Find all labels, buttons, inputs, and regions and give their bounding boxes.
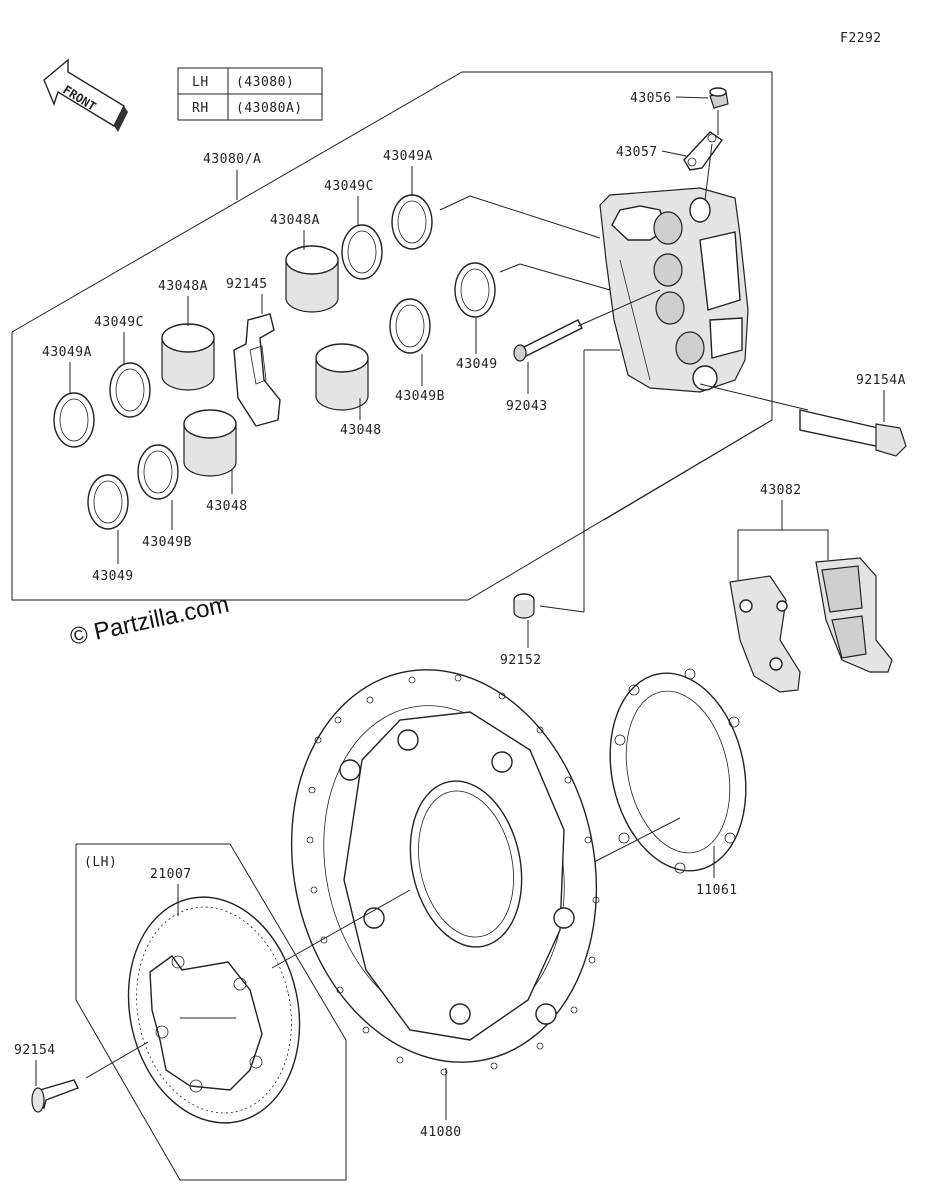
table-row-lh-part: (43080) (236, 75, 294, 90)
abs-sensor-rotor[interactable] (108, 881, 320, 1139)
brake-disc[interactable] (256, 641, 632, 1091)
piston-43048A-top[interactable] (285, 245, 339, 313)
seal-43049-left[interactable] (87, 474, 129, 530)
caliper-body[interactable] (599, 187, 749, 393)
label-43049-right[interactable]: 43049 (456, 357, 498, 372)
caliper-pin[interactable] (513, 319, 583, 362)
label-43048A-left[interactable]: 43048A (158, 279, 208, 294)
seal-43049C-left[interactable] (109, 362, 151, 418)
label-43049A-top[interactable]: 43049A (383, 149, 433, 164)
lh-sensor-frame (75, 843, 347, 1181)
label-43048-right[interactable]: 43048 (340, 423, 382, 438)
disc-shim-plate[interactable] (593, 660, 764, 883)
table-row-lh-side: LH (192, 75, 209, 90)
caliper-bushing[interactable] (513, 593, 535, 619)
label-43080A[interactable]: 43080/A (203, 152, 261, 167)
seal-43049A-top[interactable] (391, 194, 433, 250)
seal-43049A-left[interactable] (53, 392, 95, 448)
seal-43049B-left[interactable] (137, 444, 179, 500)
label-92154[interactable]: 92154 (14, 1043, 56, 1058)
label-43049C-top[interactable]: 43049C (324, 179, 374, 194)
bleeder-cap[interactable] (683, 131, 723, 171)
label-43049C-left[interactable]: 43049C (94, 315, 144, 330)
piston-43048-left[interactable] (183, 409, 237, 477)
label-43048-left[interactable]: 43048 (206, 499, 248, 514)
table-row-rh-side: RH (192, 101, 209, 116)
label-43056[interactable]: 43056 (630, 91, 672, 106)
label-43057[interactable]: 43057 (616, 145, 658, 160)
table-row-rh-part: (43080A) (236, 101, 303, 116)
seal-43049C-top[interactable] (341, 224, 383, 280)
pad-spring-clip[interactable] (233, 313, 281, 427)
label-43049-left[interactable]: 43049 (92, 569, 134, 584)
label-43049B-left[interactable]: 43049B (142, 535, 192, 550)
label-92043[interactable]: 92043 (506, 399, 548, 414)
assembly-note-lh: (LH) (84, 855, 117, 870)
label-43049A-left[interactable]: 43049A (42, 345, 92, 360)
seal-43049B-right[interactable] (389, 298, 431, 354)
brake-pad-friction[interactable] (815, 557, 893, 673)
seal-43049-right[interactable] (454, 262, 496, 318)
label-92145[interactable]: 92145 (226, 277, 268, 292)
label-92152[interactable]: 92152 (500, 653, 542, 668)
label-11061[interactable]: 11061 (696, 883, 738, 898)
label-43048A-top[interactable]: 43048A (270, 213, 320, 228)
diagram-id: F2292 (840, 31, 882, 46)
brake-pad-backing[interactable] (729, 575, 801, 693)
label-43082[interactable]: 43082 (760, 483, 802, 498)
piston-43048A-left[interactable] (161, 323, 215, 391)
label-92154A[interactable]: 92154A (856, 373, 906, 388)
caliper-mount-bolt[interactable] (799, 409, 907, 457)
label-41080[interactable]: 41080 (420, 1125, 462, 1140)
caliper-table: LH (43080) RH (43080A) (177, 67, 323, 121)
bleeder-valve[interactable] (709, 87, 729, 109)
label-43049B-right[interactable]: 43049B (395, 389, 445, 404)
front-arrow-icon: FRONT (43, 58, 128, 132)
rotor-bolt[interactable] (31, 1079, 79, 1113)
label-21007[interactable]: 21007 (150, 867, 192, 882)
